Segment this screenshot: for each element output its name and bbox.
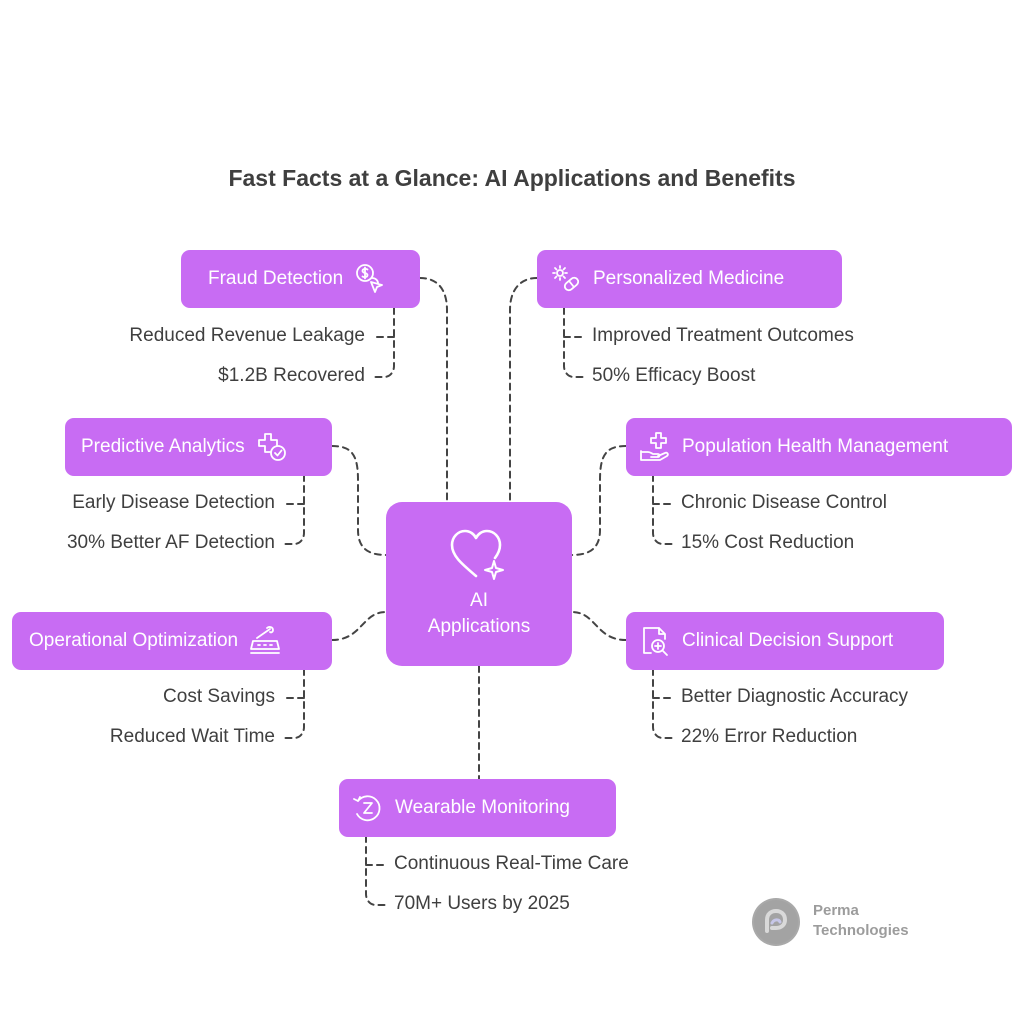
connector-predictive-analytics	[331, 445, 387, 556]
perma-logo-icon	[752, 898, 800, 946]
leaf-connector	[652, 474, 674, 545]
node-label: Population Health Management	[682, 436, 949, 457]
document-medical-search-icon	[638, 624, 672, 658]
leaf-22-error-reduction: 22% Error Reduction	[681, 726, 858, 747]
brand-name: Perma Technologies	[813, 901, 909, 941]
leaf-reduced-revenue-leakage: Reduced Revenue Leakage	[129, 325, 365, 346]
leaf-70m-users-by-2025: 70M+ Users by 2025	[394, 893, 570, 914]
node-predictive-analytics: Predictive Analytics	[65, 418, 332, 476]
leaf-connector	[365, 835, 387, 906]
node-clinical-decision-support: Clinical Decision Support	[626, 612, 944, 670]
leaf-50-efficacy-boost: 50% Efficacy Boost	[592, 365, 756, 386]
medical-cross-check-icon	[255, 430, 289, 464]
leaf-chronic-disease-control: Chronic Disease Control	[681, 492, 887, 513]
leaf-connector	[652, 668, 674, 739]
leaf-connector	[283, 474, 305, 545]
leaf-1-2b-recovered: $1.2B Recovered	[218, 365, 365, 386]
center-node-ai-applications: AI Applications	[386, 502, 572, 666]
leaf-15-cost-reduction: 15% Cost Reduction	[681, 532, 855, 553]
leaf-connector	[563, 307, 585, 378]
leaf-reduced-wait-time: Reduced Wait Time	[109, 726, 275, 747]
connector-personalized-medicine	[509, 277, 538, 501]
brand-name-line2: Technologies	[813, 922, 909, 939]
node-personalized-medicine: Personalized Medicine	[537, 250, 842, 308]
conveyor-wrench-icon	[248, 624, 282, 658]
leaf-connector	[283, 668, 305, 739]
node-wearable-monitoring: Wearable Monitoring	[339, 779, 616, 837]
brand-name-line1: Perma	[813, 902, 859, 919]
leaf-improved-treatment-outcomes: Improved Treatment Outcomes	[592, 325, 854, 346]
heart-sparkle-icon	[450, 529, 504, 580]
leaf-30-better-af-detection: 30% Better AF Detection	[66, 532, 275, 553]
node-label: Fraud Detection	[208, 268, 344, 289]
hand-medical-cross-icon	[638, 430, 672, 464]
node-label: Operational Optimization	[29, 630, 239, 651]
sleep-z-cycle-icon	[351, 791, 385, 825]
dollar-coin-cursor-icon	[353, 262, 387, 296]
center-label: AI Applications	[386, 588, 572, 640]
connector-operational-optimization	[331, 611, 387, 641]
center-label-line1: AI	[470, 590, 488, 611]
node-label: Wearable Monitoring	[395, 797, 570, 818]
connector-population-health	[571, 445, 627, 556]
gear-pill-icon	[549, 262, 583, 296]
leaf-early-disease-detection: Early Disease Detection	[72, 492, 275, 513]
brand-watermark: Perma Technologies	[752, 898, 952, 948]
leaf-cost-savings: Cost Savings	[163, 686, 275, 707]
leaf-connector	[373, 307, 395, 378]
node-operational-optimization: Operational Optimization	[12, 612, 332, 670]
node-label: Predictive Analytics	[81, 436, 245, 457]
connector-clinical-decision	[571, 611, 627, 641]
connector-fraud-detection	[419, 277, 448, 501]
center-label-line2: Applications	[427, 616, 531, 637]
node-population-health-management: Population Health Management	[626, 418, 1012, 476]
node-fraud-detection: Fraud Detection	[181, 250, 420, 308]
leaf-continuous-real-time-care: Continuous Real-Time Care	[394, 853, 629, 874]
leaf-better-diagnostic-accuracy: Better Diagnostic Accuracy	[681, 686, 909, 707]
node-label: Personalized Medicine	[593, 268, 785, 289]
node-label: Clinical Decision Support	[682, 630, 894, 651]
diagram-title: Fast Facts at a Glance: AI Applications …	[228, 165, 796, 191]
